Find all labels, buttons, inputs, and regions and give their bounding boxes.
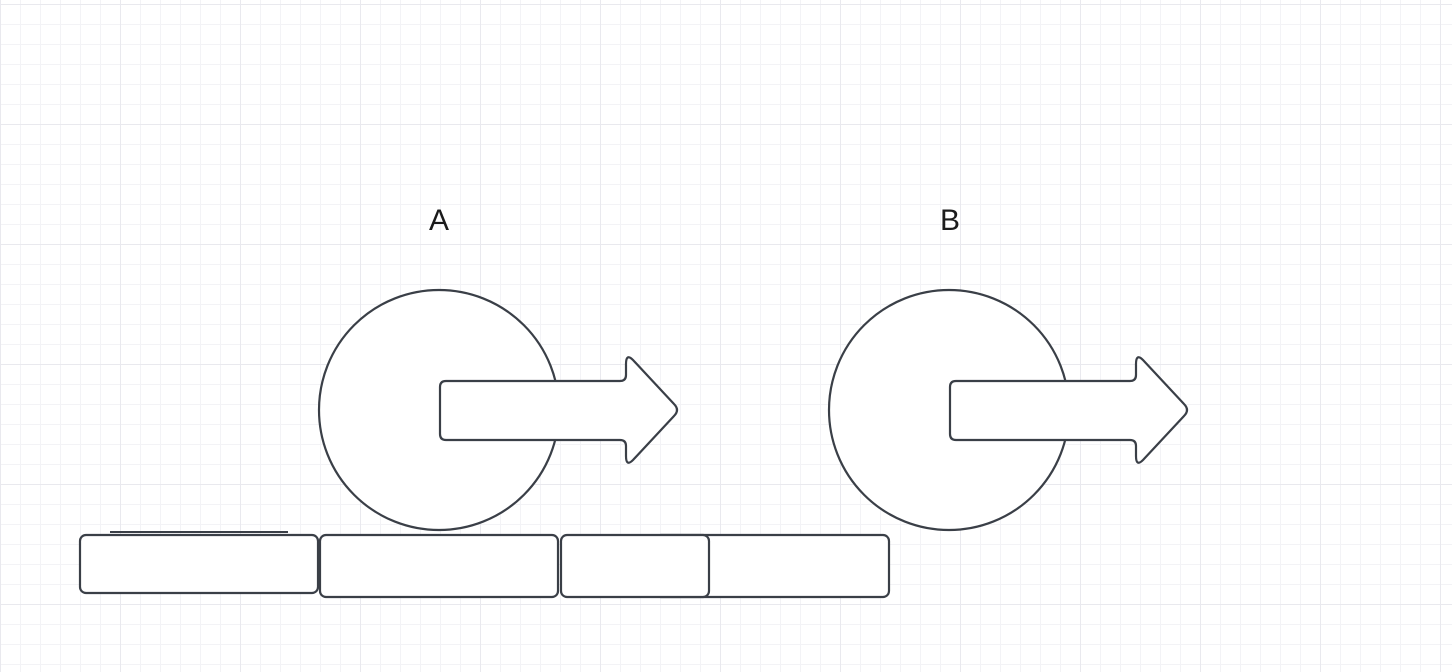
base-block-1[interactable]	[78, 533, 320, 595]
label-b: B	[940, 204, 960, 237]
base-block-2[interactable]	[318, 533, 560, 599]
base-blocks	[78, 531, 891, 599]
shape-group-b[interactable]: B	[827, 204, 1189, 532]
arrow-right-b[interactable]	[948, 356, 1189, 464]
shape-group-a[interactable]: A	[317, 204, 679, 532]
label-a: A	[429, 204, 449, 237]
arrow-right-a[interactable]	[438, 356, 679, 464]
base-block-3[interactable]	[559, 533, 711, 599]
